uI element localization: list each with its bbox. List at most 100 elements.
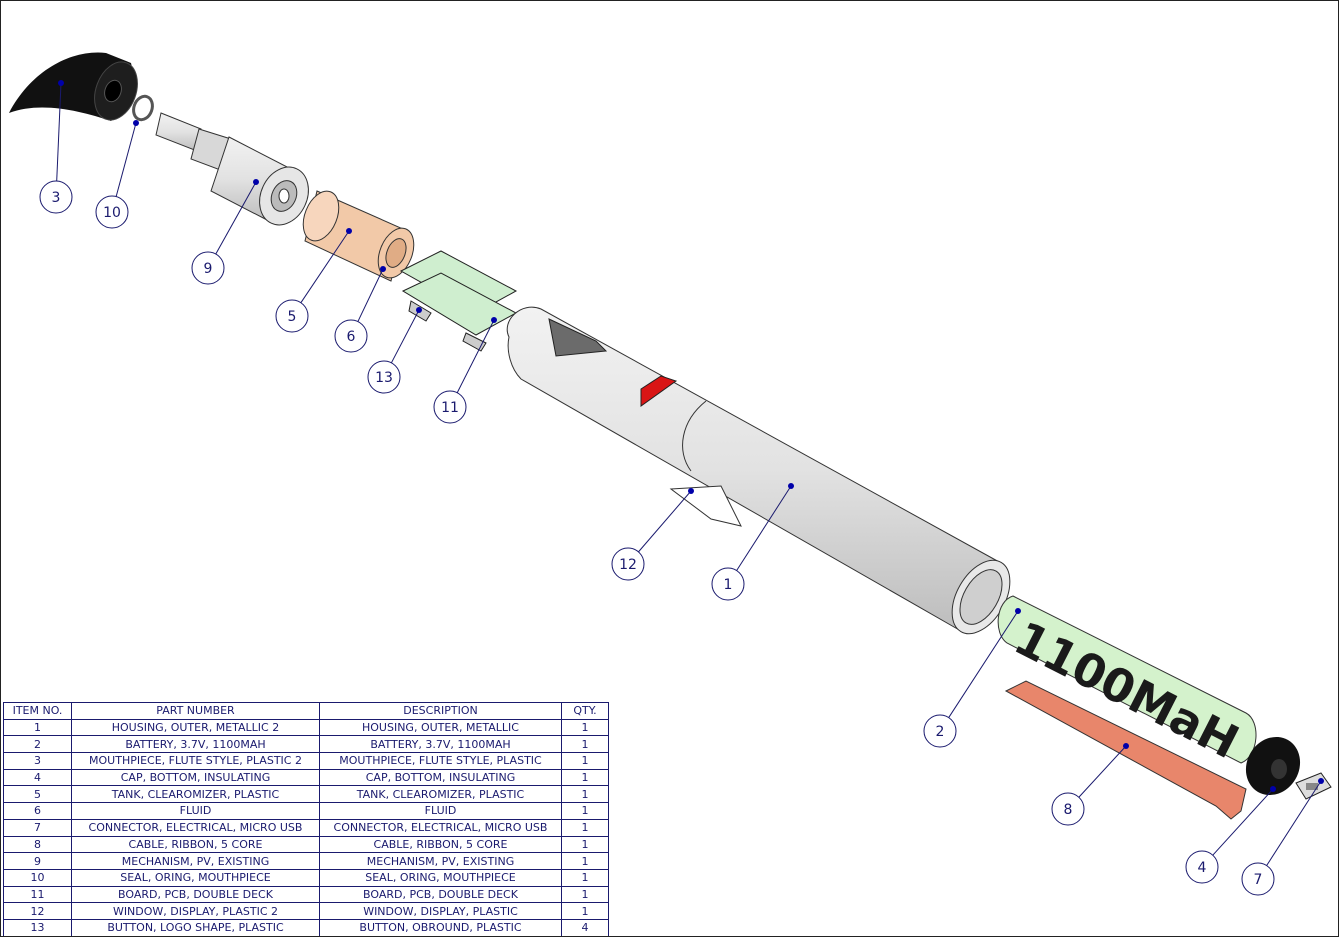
- bom-header-part: PART NUMBER: [71, 702, 320, 720]
- balloon-circle: [433, 390, 467, 424]
- tank-part: [302, 190, 415, 282]
- bom-cell-desc: WINDOW, DISPLAY, PLASTIC: [319, 902, 562, 920]
- bom-cell-qty: 4: [561, 918, 609, 936]
- bom-cell-part: HOUSING, OUTER, METALLIC 2: [71, 718, 320, 737]
- balloon-circle: [39, 180, 73, 214]
- bom-cell-desc: HOUSING, OUTER, METALLIC: [319, 718, 562, 737]
- bom-cell-qty: 1: [561, 902, 609, 920]
- leader-dot: [58, 80, 64, 86]
- bom-cell-item: 2: [3, 735, 72, 754]
- bom-cell-qty: 1: [561, 785, 609, 804]
- balloon-circle: [1051, 792, 1085, 826]
- balloon-circle: [711, 567, 745, 601]
- balloon-label: 9: [204, 261, 213, 277]
- bom-cell-part: MECHANISM, PV, EXISTING: [71, 852, 320, 870]
- bom-cell-desc: CAP, BOTTOM, INSULATING: [319, 768, 562, 787]
- leader-line: [56, 82, 62, 182]
- balloon-circle: [1241, 862, 1275, 896]
- bom-cell-desc: BOARD, PCB, DOUBLE DECK: [319, 885, 562, 904]
- oring-part: [132, 94, 154, 122]
- housing-part: [506, 306, 1011, 635]
- leader-dot: [688, 488, 694, 494]
- balloon-circle: [923, 714, 957, 748]
- bom-cell-qty: 1: [561, 852, 609, 870]
- bom-cell-qty: 1: [561, 835, 609, 854]
- leader-line: [948, 610, 1019, 718]
- bom-cell-desc: FLUID: [319, 802, 562, 820]
- leader-line: [300, 230, 350, 303]
- balloon-circle: [1185, 850, 1219, 884]
- balloon-circle: [191, 251, 225, 285]
- leader-line: [357, 268, 384, 322]
- bom-header-qty: QTY.: [561, 702, 609, 720]
- bom-header-desc: DESCRIPTION: [319, 702, 562, 720]
- bom-cell-item: 6: [3, 802, 72, 820]
- ribbon-cable-part: [1004, 680, 1247, 820]
- leader-dot: [1270, 786, 1276, 792]
- bom-cell-part: BOARD, PCB, DOUBLE DECK: [71, 885, 320, 904]
- mouthpiece-part: [9, 52, 138, 121]
- leader-dot: [253, 179, 259, 185]
- bom-cell-part: FLUID: [71, 802, 320, 820]
- leader-dots: [58, 80, 1324, 792]
- bottom-cap-part: [1245, 736, 1301, 796]
- bom-cell-desc: TANK, CLEAROMIZER, PLASTIC: [319, 785, 562, 804]
- leader-line: [736, 485, 792, 571]
- balloon-label: 6: [347, 329, 356, 345]
- bom-cell-item: 5: [3, 785, 72, 804]
- bom-cell-qty: 1: [561, 885, 609, 904]
- bom-cell-item: 1: [3, 718, 72, 737]
- balloon-circle: [334, 319, 368, 353]
- bom-cell-item: 8: [3, 835, 72, 854]
- bom-cell-qty: 1: [561, 718, 609, 737]
- bom-cell-item: 13: [3, 918, 72, 936]
- leader-line: [215, 181, 257, 255]
- balloon-label: 4: [1198, 860, 1207, 876]
- balloon-label: 1: [724, 577, 733, 593]
- bom-cell-qty: 1: [561, 802, 609, 820]
- balloon-label: 7: [1254, 872, 1263, 888]
- leader-line: [1078, 745, 1127, 798]
- balloon-circle: [95, 195, 129, 229]
- bom-cell-part: TANK, CLEAROMIZER, PLASTIC: [71, 785, 320, 804]
- bom-cell-part: MOUTHPIECE, FLUTE STYLE, PLASTIC 2: [71, 752, 320, 770]
- bom-cell-part: SEAL, ORING, MOUTHPIECE: [71, 868, 320, 887]
- leader-dot: [491, 317, 497, 323]
- leader-line: [1266, 780, 1322, 866]
- bom-cell-part: CONNECTOR, ELECTRICAL, MICRO USB: [71, 818, 320, 837]
- balloon-label: 10: [103, 205, 121, 221]
- mechanism-part: [155, 112, 309, 226]
- leader-dot: [416, 307, 422, 313]
- bom-cell-part: BUTTON, LOGO SHAPE, PLASTIC: [71, 918, 320, 936]
- leader-dot: [133, 120, 139, 126]
- bom-cell-item: 10: [3, 868, 72, 887]
- leader-dot: [1015, 608, 1021, 614]
- balloon-label: 8: [1064, 802, 1073, 818]
- bom-cell-part: BATTERY, 3.7V, 1100MAH: [71, 735, 320, 754]
- balloon-label: 5: [288, 309, 297, 325]
- leader-dot: [1123, 743, 1129, 749]
- balloon-circle: [275, 299, 309, 333]
- bom-header-item: ITEM NO.: [3, 702, 72, 720]
- pcb-board-part: [399, 250, 518, 352]
- balloon-label: 12: [619, 557, 637, 573]
- balloon-label: 3: [52, 190, 61, 206]
- leader-dot: [1318, 778, 1324, 784]
- bom-cell-qty: 1: [561, 768, 609, 787]
- bom-cell-qty: 1: [561, 752, 609, 770]
- leader-lines: [56, 82, 1322, 866]
- bom-cell-item: 12: [3, 902, 72, 920]
